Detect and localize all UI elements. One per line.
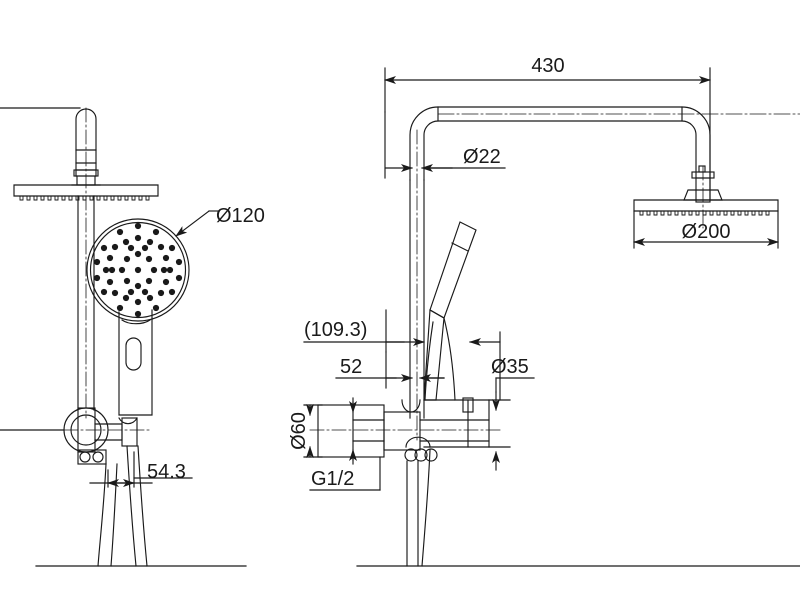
geometry-layer — [0, 67, 800, 567]
handshower-front — [423, 221, 477, 413]
dim-inlet-thread — [309, 456, 381, 491]
dim-arm-length — [384, 67, 711, 201]
dim-label-handshower-offset: 54.3 — [147, 461, 186, 483]
dim-handshower-offset — [89, 451, 193, 488]
handshower-holder — [423, 399, 490, 448]
dim-label-riser-diameter: Ø22 — [463, 146, 501, 168]
dim-escutcheon-diameter — [303, 397, 357, 465]
dim-label-holder-diameter: Ø35 — [491, 356, 529, 378]
dim-valve-projection — [303, 309, 501, 401]
riser-rail-side — [77, 195, 95, 411]
nozzle-teeth — [19, 195, 150, 201]
spray-nozzles — [93, 222, 183, 318]
overhead-shower-head-side — [13, 184, 159, 201]
dim-label-escutcheon-diameter: Ø60 — [288, 412, 310, 450]
dim-holder-diameter — [488, 377, 535, 471]
dim-label-valve-offset: 52 — [340, 356, 362, 378]
handshower-handle-side — [118, 309, 153, 416]
shower-hose-side — [97, 445, 148, 567]
nozzle-teeth-front — [639, 210, 770, 216]
handshower-head-face — [86, 218, 190, 322]
valve-body-side — [0, 407, 151, 465]
overhead-shower-head-front — [633, 165, 779, 229]
valve-body-front — [309, 399, 501, 462]
dim-label-overhead-diameter: Ø200 — [682, 221, 731, 243]
shower-hose-front — [406, 449, 431, 567]
dim-handshower-diameter — [175, 210, 220, 237]
dim-valve-offset — [335, 351, 445, 389]
dim-label-valve-projection: (109.3) — [304, 319, 367, 341]
dim-riser-diameter — [384, 111, 506, 179]
side-view-group — [0, 107, 247, 567]
dim-label-inlet-thread: G1/2 — [311, 468, 354, 490]
dim-label-handshower-diameter: Ø120 — [216, 205, 265, 227]
riser-pipe-front — [409, 129, 425, 441]
dim-overhead-diameter — [633, 210, 779, 249]
dim-label-arm-length: 430 — [531, 55, 564, 77]
front-view-group — [303, 67, 800, 567]
overhead-arm-front — [409, 106, 800, 181]
